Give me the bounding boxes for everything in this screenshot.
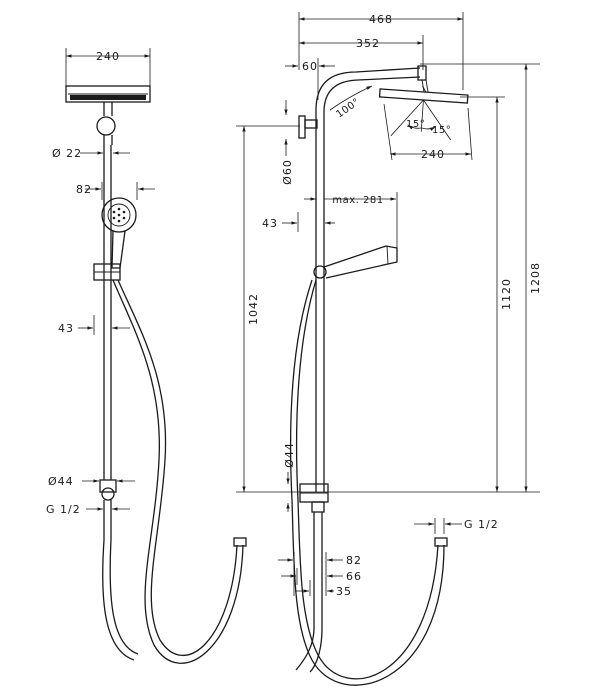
front-arm-connector xyxy=(96,102,116,145)
front-hand-shower-nozzles xyxy=(112,207,126,223)
front-rail-offset-dimension: 43 xyxy=(58,315,130,335)
front-hand-shower-depth-label: 82 xyxy=(76,183,92,196)
side-arm-reach-dimension: 352 xyxy=(299,35,424,70)
side-view: 468 352 60 1208 1120 xyxy=(236,12,542,686)
front-shower-rail xyxy=(103,145,112,480)
side-inlet-thread-dimension: G 1/2 xyxy=(414,518,499,534)
side-mixer-diameter-label: Ø44 xyxy=(283,442,296,468)
side-hose-end xyxy=(434,537,448,547)
side-hand-shower-max-label: max. 281 xyxy=(332,195,383,206)
side-total-reach-dimension: 468 xyxy=(298,12,464,90)
front-hand-shower-depth-dimension: 82 xyxy=(76,182,155,200)
side-depth-82-label: 82 xyxy=(346,554,362,567)
side-rail-offset-dimension: 43 xyxy=(262,212,335,232)
side-total-height-label: 1208 xyxy=(529,262,542,294)
side-arm-reach-label: 352 xyxy=(356,37,380,50)
side-hand-shower-max-dimension: max. 281 xyxy=(304,192,398,250)
side-head-height-label: 1120 xyxy=(500,278,513,310)
side-wall-offset-dimension: 60 xyxy=(285,58,335,100)
side-rail-offset-label: 43 xyxy=(262,217,278,230)
side-wall-bracket: Ø60 xyxy=(281,100,318,185)
front-shower-hose xyxy=(117,279,238,657)
front-inlet-thread-label: G 1/2 xyxy=(46,503,81,516)
side-arm-angle: 100° xyxy=(329,85,373,120)
side-overhead-shower-head xyxy=(378,85,469,141)
side-mixer xyxy=(295,483,329,673)
side-head-width-label: 240 xyxy=(421,148,445,161)
side-depth-35-label: 35 xyxy=(336,585,352,598)
side-head-width-dimension: 240 xyxy=(383,103,473,161)
front-mixer xyxy=(99,479,139,661)
side-depth-66-label: 66 xyxy=(346,570,362,583)
front-overhead-shower-head xyxy=(65,85,151,103)
front-hand-shower xyxy=(101,197,137,269)
side-arm-angle-label: 100° xyxy=(334,96,362,120)
side-total-height-dimension: 1208 xyxy=(420,63,542,492)
front-head-width-dimension: 240 xyxy=(65,48,151,86)
side-total-reach-label: 468 xyxy=(369,13,393,26)
front-view: 240 Ø 22 xyxy=(46,48,247,664)
front-arm-diameter-dimension: Ø 22 xyxy=(52,147,130,160)
side-riser-arm xyxy=(315,65,429,492)
front-slider xyxy=(93,263,121,281)
front-arm-diameter-label: Ø 22 xyxy=(52,147,82,160)
front-hose-end xyxy=(233,537,247,547)
side-inlet-thread-label: G 1/2 xyxy=(464,518,499,531)
side-shower-hose xyxy=(295,279,439,680)
side-wall-bracket-diameter-label: Ø60 xyxy=(281,159,294,185)
side-rail-height-dimension: 1042 xyxy=(236,125,300,492)
side-depth-dimensions: 82 66 35 xyxy=(278,552,362,598)
front-inlet-thread-dimension: G 1/2 xyxy=(46,503,130,516)
side-head-tilt-right-label: 15° xyxy=(432,125,451,136)
front-mixer-diameter-label: Ø44 xyxy=(48,475,74,488)
side-hand-shower xyxy=(313,245,398,279)
front-head-width-label: 240 xyxy=(96,50,120,63)
front-rail-offset-label: 43 xyxy=(58,322,74,335)
side-mixer-diameter-dimension: Ø44 xyxy=(283,442,296,512)
side-head-height-dimension: 1120 xyxy=(460,96,513,492)
side-rail-height-label: 1042 xyxy=(247,293,260,325)
side-head-tilt-left-label: 15° xyxy=(406,119,425,130)
front-mixer-diameter-dimension: Ø44 xyxy=(48,475,135,488)
side-wall-offset-label: 60 xyxy=(302,60,318,73)
